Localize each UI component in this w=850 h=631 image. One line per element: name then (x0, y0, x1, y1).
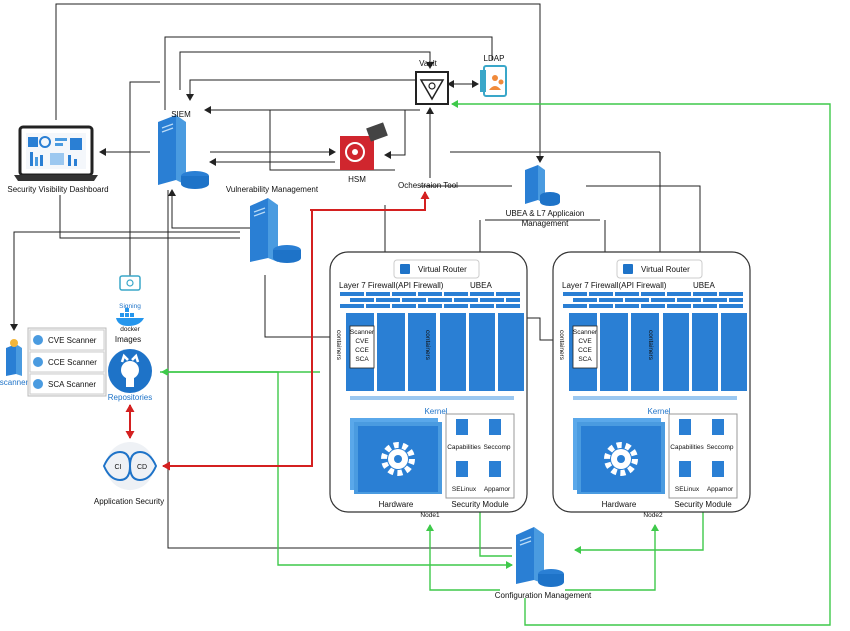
docker-label: docker (120, 326, 140, 333)
config-mgmt-server-icon (516, 527, 564, 587)
security-module-label: Security Module (451, 500, 509, 509)
hardware-label: Hardware (602, 500, 637, 509)
vault-icon (415, 71, 449, 105)
ubea-label: UBEA (470, 281, 492, 290)
docker-icon (116, 308, 144, 326)
cicd-ci-text: CI (115, 464, 122, 471)
ubea-mgmt-label-2: Management (522, 219, 569, 228)
firewall-label: Layer 7 Firewall(API Firewall) (562, 281, 667, 290)
scanner-row-sca: SCA Scanner (29, 373, 105, 395)
seccomp-label: Seccomp (706, 444, 733, 451)
scanner-list: CVE Scanner CCE Scanner SCA Scanner (27, 327, 107, 397)
red-connectors (125, 191, 430, 471)
appamor-label: Appamor (707, 486, 734, 493)
firewall-bricks (563, 292, 743, 308)
selinux-label: SELinux (452, 486, 477, 493)
scanner-box-line: SCA (355, 356, 369, 363)
orchestration-label: Ochestraion Tool (398, 181, 458, 190)
capabilities-label: Capabilities (670, 444, 704, 451)
virtual-router-label: Virtual Router (418, 265, 467, 274)
ldap-icon (480, 65, 507, 97)
scanner-box-line: CVE (578, 338, 592, 345)
scanner-row-cce: CCE Scanner (29, 351, 105, 373)
security-module-label: Security Module (674, 500, 732, 509)
green-connectors (160, 100, 831, 626)
cce-scanner-label: CCE Scanner (48, 358, 97, 367)
laptop-icon (14, 125, 98, 181)
siem-label: SIEM (171, 110, 191, 119)
scanner-box-line: CCE (355, 347, 369, 354)
gear-icon (604, 442, 638, 476)
ubea-server-icon (525, 165, 560, 206)
cve-scanner-label: CVE Scanner (48, 336, 97, 345)
gear-icon (381, 442, 415, 476)
capabilities-label: Capabilities (447, 444, 481, 451)
kernel-label: Kernel (424, 407, 447, 416)
signing-icon (119, 275, 141, 291)
siem-server-icon (158, 115, 209, 189)
hsm-label: HSM (348, 175, 366, 184)
scanner-box-line: SCA (578, 356, 592, 363)
selinux-label: SELinux (675, 486, 700, 493)
images-label: Images (115, 335, 141, 344)
node-label: Node1 (420, 512, 440, 519)
signing-label: Signing (119, 303, 141, 310)
scanner-box-line: Scanner (350, 329, 375, 336)
seccomp-label: Seccomp (483, 444, 510, 451)
cap-icons (679, 419, 724, 477)
dashboard-label: Security Visibility Dashboard (7, 185, 108, 194)
ubea-mgmt-label-1: UBEA & L7 Applicaion (506, 209, 585, 218)
scanner-row-cve: CVE Scanner (29, 329, 105, 351)
vault-label: Vault (419, 59, 437, 68)
cicd-cd-text: CD (137, 464, 147, 471)
router-icon (623, 264, 633, 274)
hardware-label: Hardware (379, 500, 414, 509)
cicd-icon: CI CD (102, 442, 158, 490)
containers-label-right: containers (647, 330, 654, 361)
sca-scanner-label: SCA Scanner (48, 380, 96, 389)
appamor-label: Appamor (484, 486, 511, 493)
firewall-label: Layer 7 Firewall(API Firewall) (339, 281, 444, 290)
containers-label-left: containers (558, 330, 565, 361)
vuln-mgmt-server-icon (250, 198, 301, 263)
node1: Virtual Router Layer 7 Firewall(API Fire… (329, 251, 528, 519)
scanner-label: scanner (0, 378, 29, 387)
config-mgmt-label: Configuration Management (495, 591, 592, 600)
ubea-label: UBEA (693, 281, 715, 290)
scanner-box-line: CCE (578, 347, 592, 354)
virtual-router-label: Virtual Router (641, 265, 690, 274)
scanner-server-icon (6, 339, 22, 376)
scanner-box-line: CVE (355, 338, 369, 345)
cap-icons (456, 419, 501, 477)
repositories-label: Repositories (108, 393, 152, 402)
hsm-icon (340, 122, 388, 170)
container-panels (569, 313, 747, 391)
kernel-label: Kernel (647, 407, 670, 416)
firewall-bricks (340, 292, 520, 308)
scanner-box-line: Scanner (573, 329, 598, 336)
node-label: Node2 (643, 512, 663, 519)
router-icon (400, 264, 410, 274)
ldap-label: LDAP (484, 54, 505, 63)
github-icon (108, 349, 152, 393)
containers-label-left: containers (335, 330, 342, 361)
application-security-label: Application Security (94, 497, 164, 506)
vuln-mgmt-label: Vulnerability Management (226, 185, 319, 194)
node2: Virtual Router Layer 7 Firewall(API Fire… (552, 251, 751, 519)
containers-label-right: containers (424, 330, 431, 361)
